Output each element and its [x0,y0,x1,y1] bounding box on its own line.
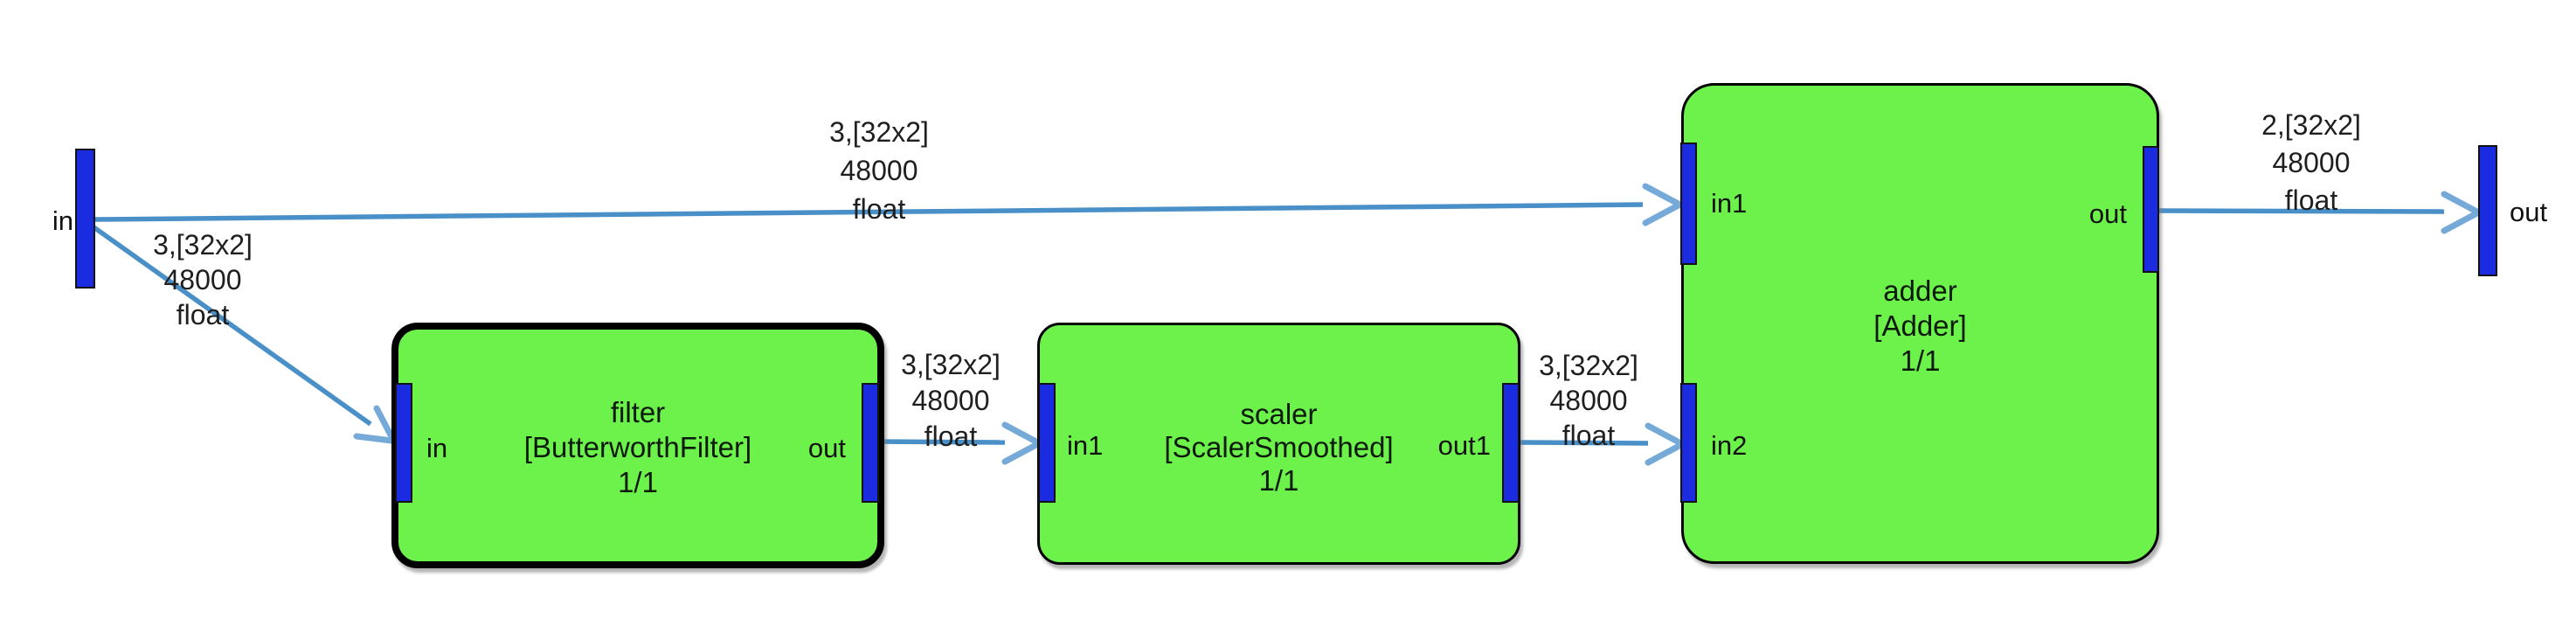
edge-input-to-adder-in1[interactable] [94,202,1644,222]
arrowhead-output [2441,191,2487,234]
port-adder-in2[interactable] [1680,383,1697,503]
node-adder[interactable] [1681,83,2159,564]
output-terminal[interactable] [2478,145,2497,276]
port-scaler-out1[interactable] [1502,383,1520,503]
input-terminal[interactable] [75,149,95,289]
arrowhead-adder-in1 [1642,183,1688,226]
node-filter[interactable] [391,323,884,568]
edge-scaler-to-adder[interactable] [1519,440,1649,446]
port-filter-out[interactable] [862,383,879,503]
port-adder-out[interactable] [2143,146,2159,273]
port-scaler-in1[interactable] [1038,383,1056,503]
port-adder-in1[interactable] [1680,143,1697,265]
port-filter-in[interactable] [395,383,412,503]
edge-adder-to-output[interactable] [2158,208,2445,214]
node-scaler[interactable] [1037,323,1520,565]
edge-input-to-filter-in[interactable] [91,224,372,427]
